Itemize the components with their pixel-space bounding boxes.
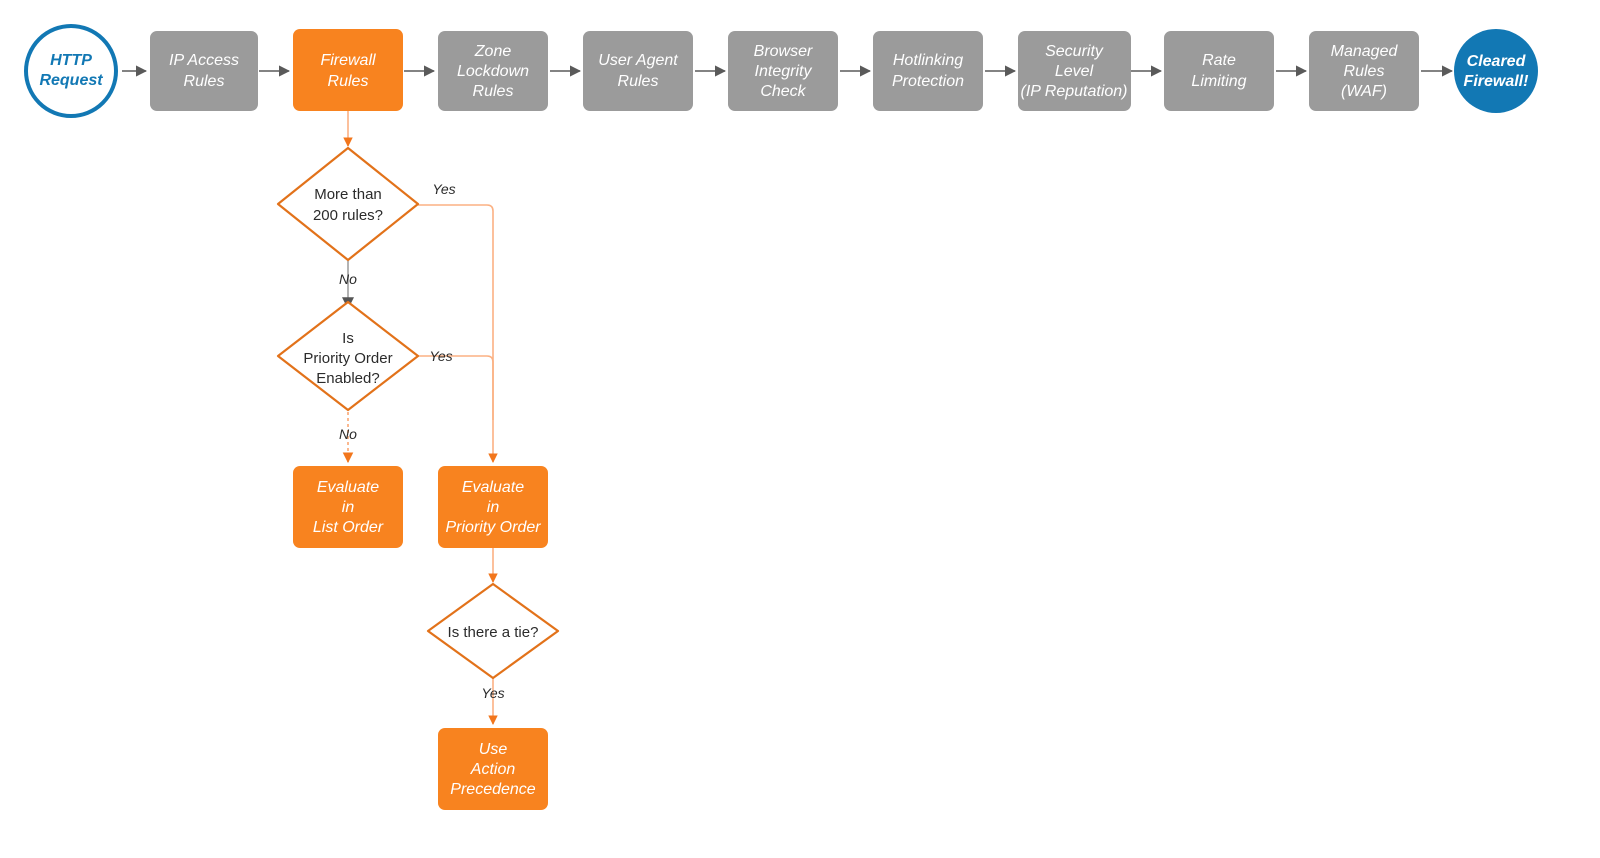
edge-label-no-2: No [339, 426, 357, 442]
node-zone-lockdown-rules-line-2: Lockdown [457, 63, 529, 80]
node-firewall-rules-line-2: Rules [328, 73, 369, 90]
node-evaluate-in-priority-order-shape [438, 466, 548, 548]
node-security-level-line-2: Level [1055, 63, 1094, 80]
decision-is-there-a-tie-line-1: Is there a tie? [448, 624, 539, 641]
node-zone-lockdown-rules[interactable]: Zone Lockdown Rules [438, 31, 548, 111]
decision-more-than-200-rules-shape [276, 146, 420, 262]
node-ip-access-rules-line-1: IP Access [169, 52, 239, 69]
edge-label-yes-3: Yes [481, 685, 504, 701]
decision-more-than-200-rules-line-1: More than [314, 186, 382, 203]
node-use-action-precedence-line-1: Use [479, 741, 508, 758]
node-browser-integrity-check[interactable]: Browser Integrity Check [728, 31, 838, 111]
node-firewall-rules-line-1: Firewall [320, 52, 376, 69]
node-evaluate-in-list-order-line-2: in [342, 499, 355, 516]
start-circle-shape [24, 24, 118, 118]
end-circle-shape [1454, 29, 1538, 113]
node-http-request-line-1: HTTP [50, 52, 92, 69]
decision-more-than-200-rules[interactable]: More than 200 rules? [276, 146, 420, 262]
node-user-agent-rules-line-1: User Agent [598, 52, 678, 69]
node-hotlinking-protection-shape [873, 31, 983, 111]
node-cleared-firewall-line-2: Firewall! [1464, 73, 1530, 90]
node-browser-integrity-check-line-2: Integrity [755, 63, 813, 80]
node-managed-rules-waf-line-2: Rules [1344, 63, 1385, 80]
decision-is-there-a-tie[interactable]: Is there a tie? [426, 582, 560, 680]
node-firewall-rules[interactable]: Firewall Rules [293, 29, 403, 111]
node-evaluate-in-list-order-shape [293, 466, 403, 548]
node-evaluate-in-priority-order-line-1: Evaluate [462, 479, 524, 496]
node-http-request-line-2: Request [39, 72, 103, 89]
node-security-level-shape [1018, 31, 1131, 111]
decision-is-priority-order-enabled-line-1: Is [342, 330, 354, 347]
edge-label-yes-1: Yes [432, 181, 455, 197]
connector-decision-200-yes-to-priority-order [418, 204, 498, 463]
node-http-request[interactable]: HTTP Request [24, 24, 118, 118]
node-evaluate-in-priority-order[interactable]: Evaluate in Priority Order [438, 466, 548, 548]
connector-decision-priority-yes-to-trunk [418, 355, 494, 420]
node-use-action-precedence[interactable]: Use Action Precedence [438, 728, 548, 810]
node-user-agent-rules-shape [583, 31, 693, 111]
node-security-level[interactable]: Security Level (IP Reputation) [1018, 31, 1131, 111]
node-evaluate-in-priority-order-line-3: Priority Order [445, 519, 541, 536]
node-ip-access-rules-shape [150, 31, 258, 111]
edge-label-yes-2: Yes [429, 348, 452, 364]
node-rate-limiting-line-2: Limiting [1191, 73, 1246, 90]
decision-is-priority-order-enabled[interactable]: Is Priority Order Enabled? [276, 300, 420, 412]
branch-connectors [342, 111, 498, 725]
node-zone-lockdown-rules-line-1: Zone [474, 43, 512, 60]
node-zone-lockdown-rules-line-3: Rules [473, 83, 514, 100]
node-hotlinking-protection-line-2: Protection [892, 73, 964, 90]
edge-label-no-1: No [339, 271, 357, 287]
node-evaluate-in-priority-order-line-2: in [487, 499, 500, 516]
decision-is-there-a-tie-shape [426, 582, 560, 680]
decision-is-priority-order-enabled-line-2: Priority Order [303, 350, 392, 367]
node-use-action-precedence-line-3: Precedence [450, 781, 535, 798]
node-ip-access-rules-line-2: Rules [184, 73, 225, 90]
node-browser-integrity-check-line-3: Check [760, 83, 806, 100]
node-managed-rules-waf-shape [1309, 31, 1419, 111]
node-rate-limiting-shape [1164, 31, 1274, 111]
node-security-level-line-3: (IP Reputation) [1020, 83, 1127, 100]
node-use-action-precedence-line-2: Action [470, 761, 516, 778]
node-rate-limiting-line-1: Rate [1202, 52, 1236, 69]
node-hotlinking-protection-line-1: Hotlinking [893, 52, 963, 69]
node-user-agent-rules-line-2: Rules [618, 73, 659, 90]
node-browser-integrity-check-line-1: Browser [754, 43, 813, 60]
node-evaluate-in-list-order-line-3: List Order [313, 519, 384, 536]
decision-is-priority-order-enabled-shape [276, 300, 420, 412]
node-managed-rules-waf-line-1: Managed [1331, 43, 1399, 60]
node-hotlinking-protection[interactable]: Hotlinking Protection [873, 31, 983, 111]
decision-more-than-200-rules-line-2: 200 rules? [313, 207, 383, 224]
decision-is-priority-order-enabled-line-3: Enabled? [316, 370, 379, 387]
node-managed-rules-waf-line-3: (WAF) [1341, 83, 1387, 100]
node-zone-lockdown-rules-shape [438, 31, 548, 111]
node-cleared-firewall-line-1: Cleared [1467, 53, 1527, 70]
node-managed-rules-waf[interactable]: Managed Rules (WAF) [1309, 31, 1419, 111]
node-evaluate-in-list-order-line-1: Evaluate [317, 479, 379, 496]
node-ip-access-rules[interactable]: IP Access Rules [150, 31, 258, 111]
node-security-level-line-1: Security [1045, 43, 1104, 60]
node-firewall-rules-shape [293, 29, 403, 111]
node-rate-limiting[interactable]: Rate Limiting [1164, 31, 1274, 111]
node-browser-integrity-check-shape [728, 31, 838, 111]
node-cleared-firewall[interactable]: Cleared Firewall! [1454, 29, 1538, 113]
node-user-agent-rules[interactable]: User Agent Rules [583, 31, 693, 111]
node-evaluate-in-list-order[interactable]: Evaluate in List Order [293, 466, 403, 548]
node-use-action-precedence-shape [438, 728, 548, 810]
